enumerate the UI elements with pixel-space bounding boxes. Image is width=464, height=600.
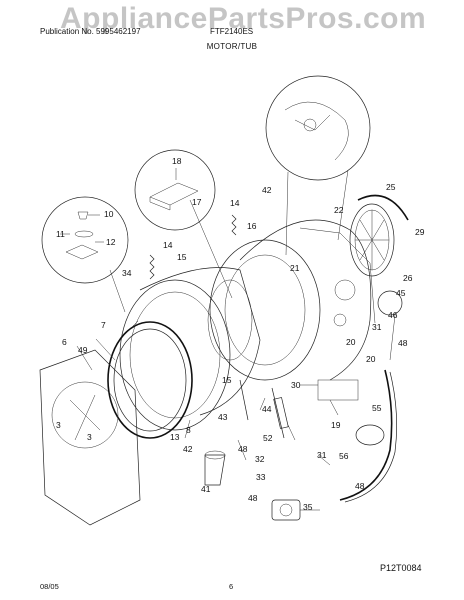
callout-17: 17	[192, 197, 202, 207]
callout-3-left: 3	[56, 420, 61, 430]
drain-pump	[271, 499, 320, 521]
callout-13: 13	[170, 432, 180, 442]
callout-11: 11	[56, 229, 65, 239]
callout-48-mid: 48	[238, 444, 248, 454]
callout-14-left: 14	[163, 240, 173, 250]
drain-hoses	[339, 290, 403, 503]
callout-18: 18	[172, 156, 182, 166]
callout-6: 6	[62, 337, 67, 347]
figure-code: P12T0084	[380, 563, 422, 573]
publication-label: Publication No. 5995462197	[40, 27, 141, 36]
callout-42-bottom: 42	[183, 444, 193, 454]
callout-31-top: 31	[372, 322, 382, 332]
callout-56: 56	[339, 451, 349, 461]
callout-10: 10	[104, 209, 114, 219]
callout-48-right: 48	[398, 338, 408, 348]
callout-52: 52	[263, 433, 273, 443]
front-cabinet-panel	[39, 349, 141, 526]
callout-43: 43	[218, 412, 228, 422]
outer-tub-front	[119, 267, 261, 431]
callout-55: 55	[372, 403, 382, 413]
callout-20-upper: 20	[346, 337, 356, 347]
callout-7: 7	[101, 320, 106, 330]
callout-30: 30	[291, 380, 301, 390]
callout-46: 46	[388, 310, 398, 320]
callout-49: 49	[78, 345, 88, 355]
door-gasket	[107, 321, 193, 439]
callout-21: 21	[290, 263, 300, 273]
callout-8: 8	[186, 425, 191, 435]
model-number: FTF2140ES	[210, 27, 254, 36]
callout-3-right: 3	[87, 432, 92, 442]
callout-20-lower: 20	[366, 354, 376, 364]
callout-48-lower-left: 48	[248, 493, 258, 503]
detail-circle-sensor	[134, 149, 233, 299]
callout-15-top: 15	[177, 252, 187, 262]
footer-date: 08/05	[40, 582, 59, 591]
callout-45: 45	[396, 288, 406, 298]
detail-circle-top	[265, 75, 371, 256]
callout-16: 16	[247, 221, 257, 231]
callout-34: 34	[122, 268, 132, 278]
callout-42-top: 42	[262, 185, 272, 195]
outer-tub-rear	[209, 219, 376, 381]
callout-15-bottom: 15	[222, 375, 232, 385]
callout-26: 26	[403, 273, 413, 283]
callout-33: 33	[256, 472, 266, 482]
drive-pulley	[349, 194, 409, 277]
callout-25: 25	[386, 182, 396, 192]
callout-35: 35	[303, 502, 313, 512]
detail-circle-left	[41, 196, 129, 313]
callout-48-lower-right: 48	[355, 481, 365, 491]
section-title: MOTOR/TUB	[206, 42, 258, 51]
callout-41: 41	[201, 484, 211, 494]
leader-lines	[76, 320, 339, 466]
footer-page-number: 6	[229, 582, 234, 591]
callout-14-right: 14	[230, 198, 240, 208]
callout-32: 32	[255, 454, 265, 464]
callout-31-bottom: 31	[317, 450, 327, 460]
callout-12: 12	[106, 237, 116, 247]
callout-29: 29	[415, 227, 425, 237]
shock-absorbers	[239, 379, 359, 439]
callout-19: 19	[331, 420, 341, 430]
callout-labels: 10 11 12 18 17 42 22 25 29 14 14 16 21 2…	[56, 156, 425, 512]
drain-elbow	[204, 450, 226, 486]
suspension-springs	[149, 214, 237, 280]
watermark-text: AppliancePartsPros.com	[60, 2, 427, 35]
callout-22: 22	[334, 205, 344, 215]
callout-44: 44	[262, 404, 272, 414]
